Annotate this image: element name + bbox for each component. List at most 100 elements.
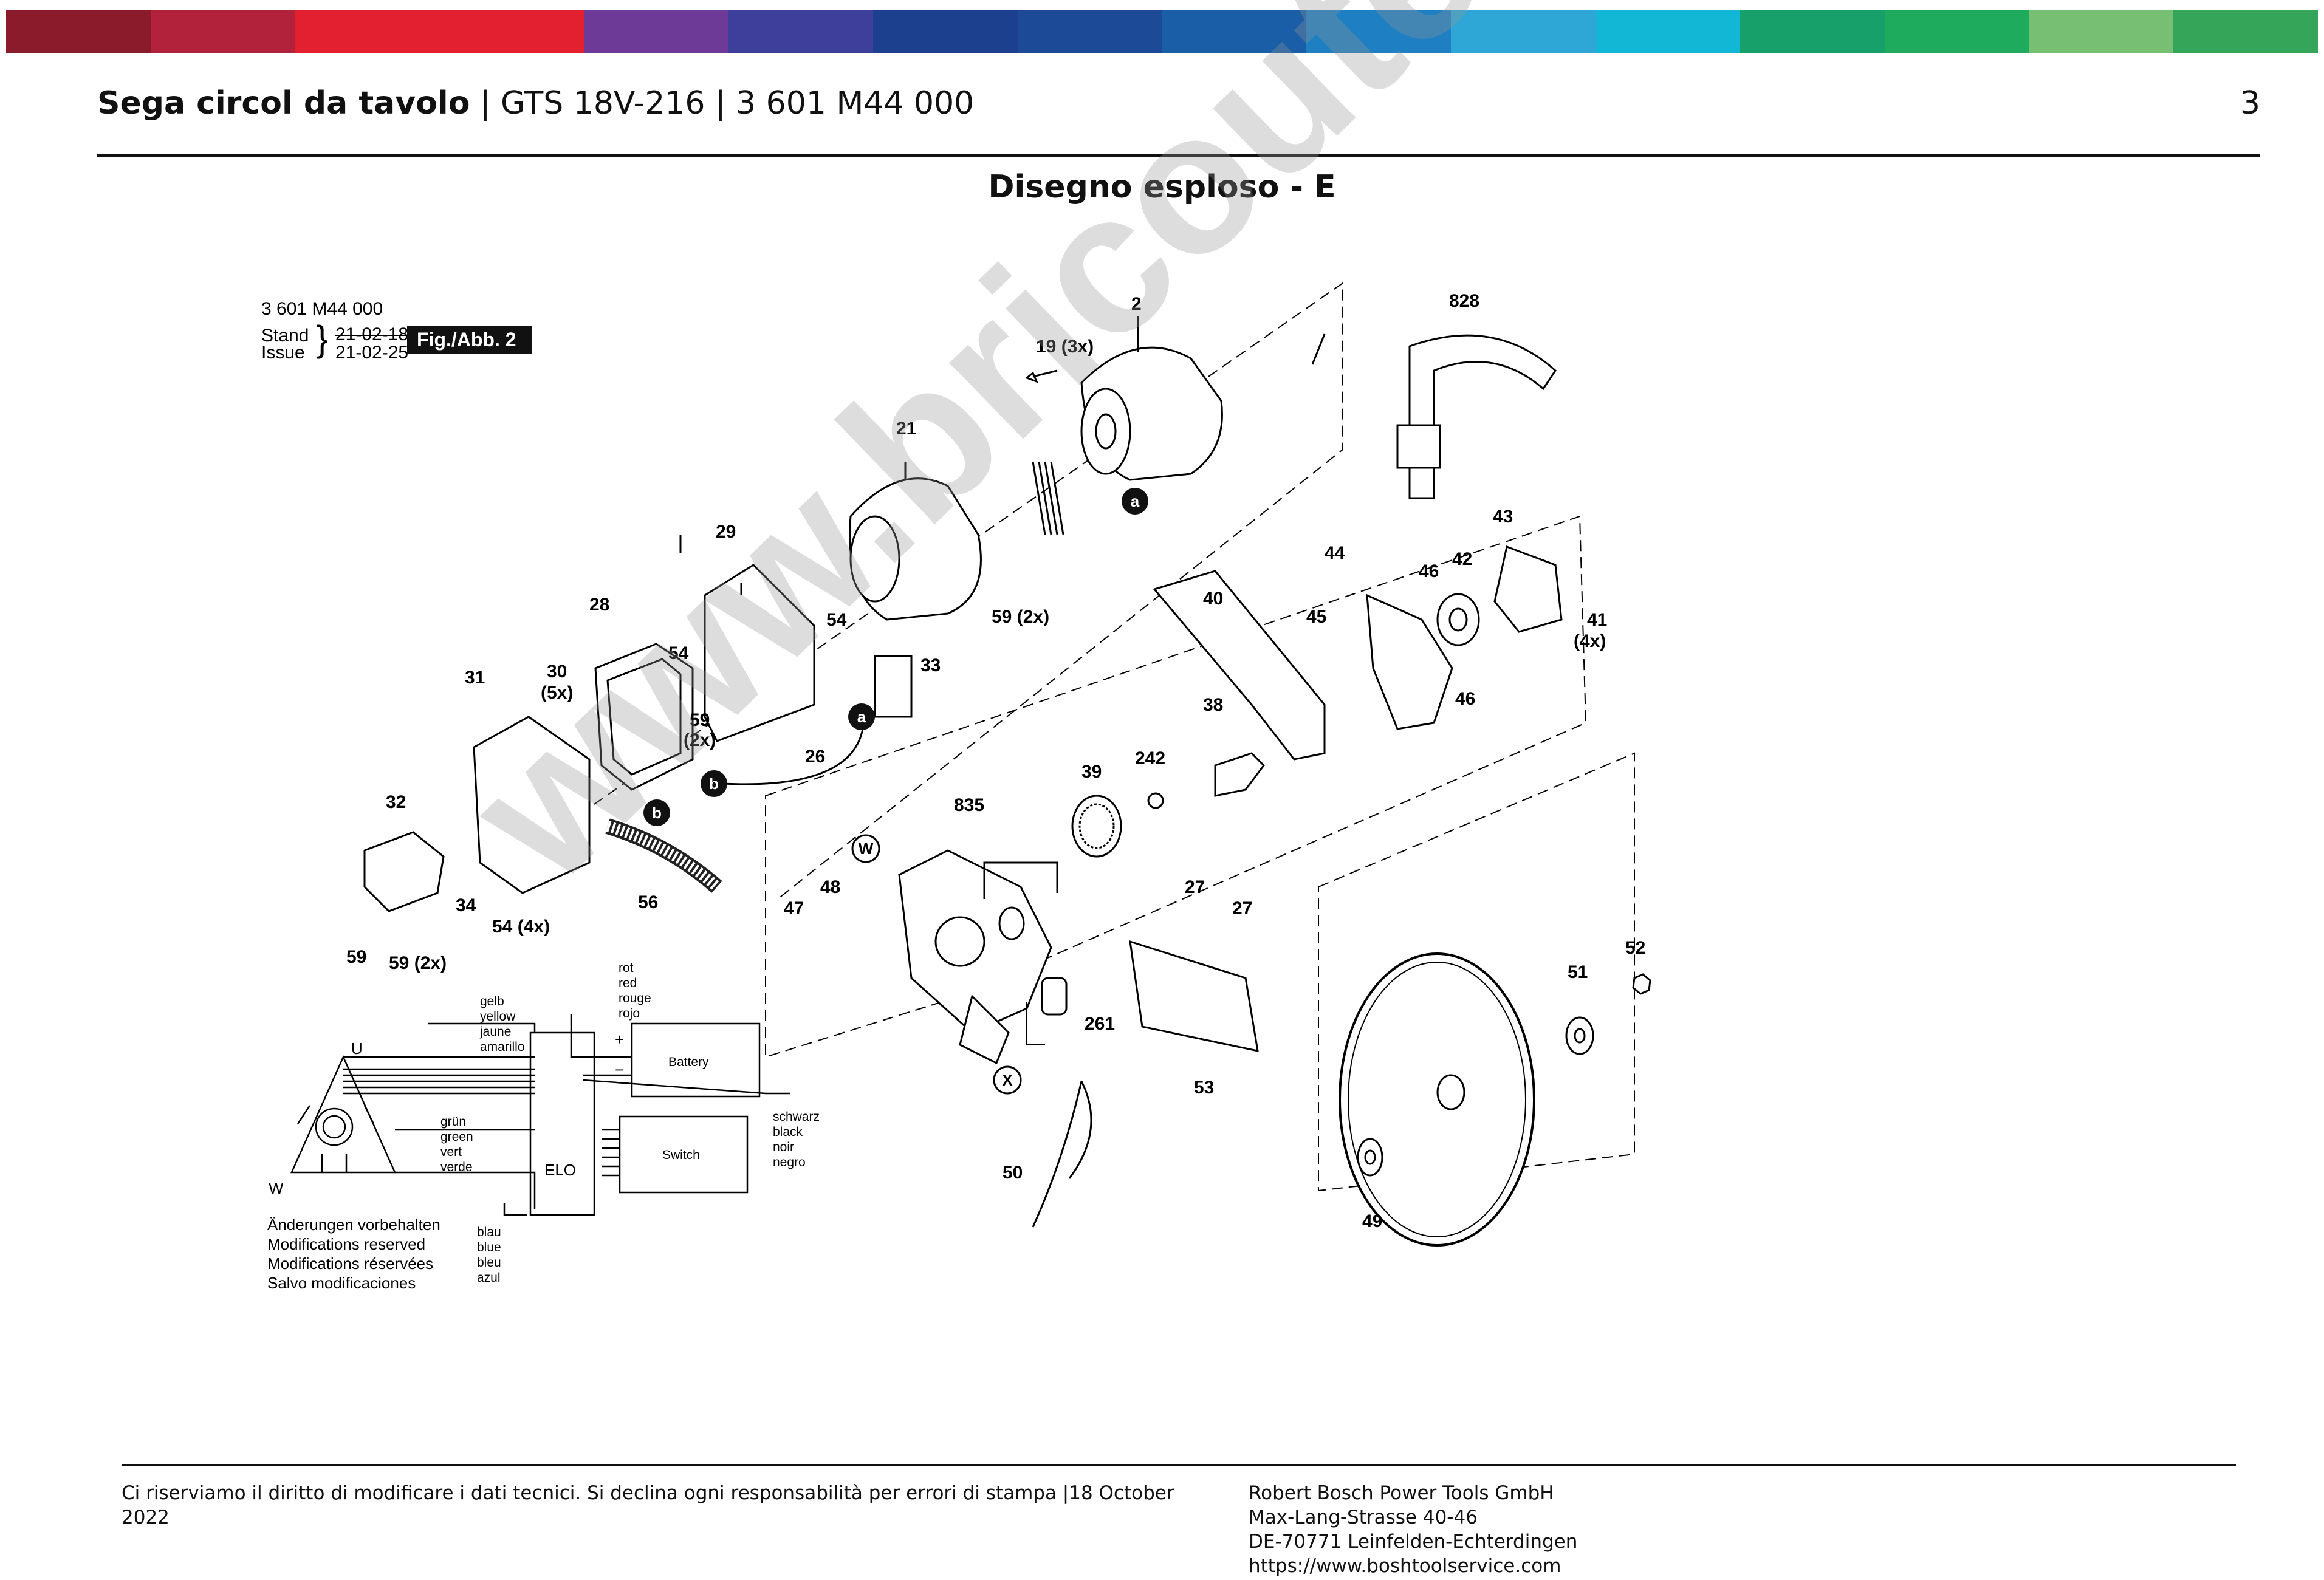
issue-label: Issue: [261, 343, 305, 363]
band-segment: [728, 10, 873, 53]
callout-49: 49: [1362, 1211, 1382, 1231]
wire-label-gelb: gelb: [480, 994, 504, 1008]
callout-54-mid: 54: [668, 643, 689, 663]
footer-address: Robert Bosch Power Tools GmbH Max-Lang-S…: [1249, 1481, 1795, 1578]
wire-label-azul: azul: [477, 1271, 501, 1285]
callout-52: 52: [1625, 938, 1645, 958]
wire-label-jaune: jaune: [479, 1025, 511, 1039]
terminal-w: W: [269, 1179, 284, 1197]
wire-label-verde: verde: [440, 1160, 473, 1174]
note-de: Änderungen vorbehalten: [267, 1216, 440, 1234]
callout-59-lower: 59: [346, 947, 366, 967]
wire-label-gruen: grün: [440, 1115, 466, 1129]
wire-label-rouge: rouge: [619, 991, 651, 1005]
callout-53: 53: [1194, 1078, 1214, 1098]
callout-41-qty: (4x): [1574, 631, 1606, 651]
wire-label-rojo: rojo: [619, 1007, 640, 1021]
band-segment: [6, 10, 151, 53]
elo-box: [529, 1031, 595, 1216]
svg-text:gelb: gelb: [480, 994, 504, 1008]
band-segment: [1306, 10, 1452, 53]
band-segment: [872, 10, 1018, 53]
section-title: Disegno esploso - E: [988, 169, 1336, 205]
note-en: Modifications reserved: [267, 1235, 425, 1253]
wire-label-green: green: [440, 1130, 473, 1144]
band-segment: [439, 10, 584, 53]
ref-a-lower: a: [857, 708, 866, 726]
callout-261: 261: [1085, 1014, 1115, 1034]
callout-46-lower: 46: [1455, 689, 1475, 709]
plus-sign: +: [615, 1030, 624, 1048]
color-band: [6, 10, 2318, 53]
callout-54-upper: 54: [826, 610, 847, 630]
callout-43: 43: [1493, 507, 1513, 527]
stand-label: Stand: [261, 326, 309, 346]
note-es: Salvo modificaciones: [267, 1274, 416, 1292]
callout-47: 47: [784, 898, 804, 918]
callout-32: 32: [386, 792, 406, 812]
callout-56: 56: [638, 892, 658, 912]
callout-42: 42: [1452, 549, 1472, 569]
wire-label-blue: blue: [477, 1240, 501, 1254]
callout-54-4x: 54 (4x): [492, 917, 550, 937]
band-segment: [1017, 10, 1162, 53]
page-header: Sega circol da tavolo | GTS 18V-216 | 3 …: [97, 79, 2260, 128]
callout-59-2x-lower: 59 (2x): [389, 953, 447, 973]
wire-label-amarillo: amarillo: [480, 1040, 525, 1054]
callout-34: 34: [456, 895, 476, 915]
footer-street: Max-Lang-Strasse 40-46: [1249, 1506, 1478, 1528]
wire-label-rot: rot: [619, 961, 634, 975]
wire-label-black: black: [773, 1125, 803, 1139]
band-segment: [1740, 10, 1885, 53]
callout-27-a: 27: [1185, 877, 1205, 897]
wire-label-bleu: bleu: [477, 1256, 501, 1270]
issue-date: 21-02-25: [335, 343, 408, 363]
callout-30: 30: [547, 662, 567, 682]
callout-59-mid-qty: (2x): [684, 730, 716, 750]
exploded-drawing-svg: 3 601 M44 000 Stand Issue } 21-02-18 21-…: [261, 282, 1651, 1292]
fig-label-box: [407, 326, 532, 354]
callout-27-b: 27: [1232, 898, 1252, 918]
wire-label-blau: blau: [477, 1225, 501, 1239]
band-segment: [1162, 10, 1307, 53]
band-segment: [150, 10, 295, 53]
callout-50: 50: [1003, 1163, 1023, 1183]
footer-city: DE-70771 Leinfelden-Echterdingen: [1249, 1531, 1578, 1553]
stand-date: 21-02-18: [335, 324, 408, 344]
callout-44: 44: [1325, 543, 1345, 563]
svg-text:}: }: [316, 318, 328, 359]
wire-label-negro: negro: [773, 1155, 806, 1169]
callout-48: 48: [820, 877, 840, 897]
switch-label: Switch: [662, 1148, 700, 1162]
callout-242: 242: [1135, 748, 1165, 768]
exploded-drawing: 3 601 M44 000 Stand Issue } 21-02-18 21-…: [243, 279, 1774, 1349]
ref-x: X: [1002, 1071, 1013, 1089]
callout-29: 29: [716, 522, 736, 542]
callout-31: 31: [465, 668, 485, 688]
band-segment: [295, 10, 440, 53]
battery-label: Battery: [668, 1055, 709, 1069]
footer-url[interactable]: https://www.boshtoolservice.com: [1249, 1555, 1561, 1577]
footer-rule: [122, 1464, 2236, 1466]
callout-828: 828: [1449, 291, 1479, 311]
wire-label-yellow: yellow: [480, 1010, 516, 1024]
callout-21: 21: [896, 419, 916, 439]
footer-company: Robert Bosch Power Tools GmbH: [1249, 1482, 1554, 1504]
callout-30-qty: (5x): [541, 683, 573, 703]
band-segment: [1595, 10, 1740, 53]
note-fr: Modifications réservées: [267, 1254, 433, 1273]
wire-label-vert: vert: [440, 1145, 462, 1159]
callout-59-2x-upper: 59 (2x): [992, 607, 1049, 627]
header-title: Sega circol da tavolo | GTS 18V-216 | 3 …: [97, 85, 975, 121]
callout-46-upper: 46: [1419, 561, 1439, 581]
callout-19: 19 (3x): [1036, 337, 1094, 357]
callout-28: 28: [589, 595, 609, 615]
ref-b-left: b: [709, 775, 719, 793]
callout-26: 26: [805, 747, 825, 767]
switch-box: [619, 1115, 749, 1194]
wire-label-noir: noir: [773, 1140, 794, 1154]
page-number: 3: [2240, 85, 2260, 121]
callout-835: 835: [954, 795, 984, 815]
ref-b-right: b: [652, 804, 662, 822]
callout-39: 39: [1081, 762, 1102, 782]
